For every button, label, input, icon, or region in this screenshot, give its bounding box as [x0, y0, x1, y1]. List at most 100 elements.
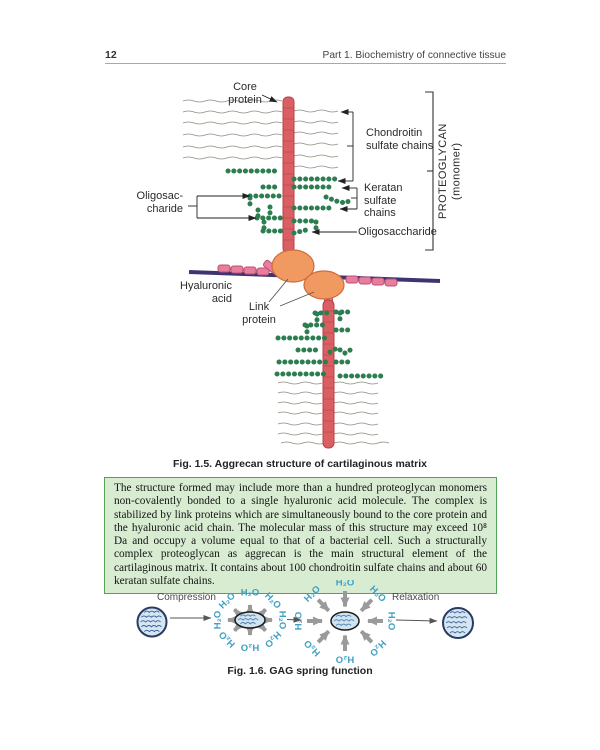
chondroitin-chain-lines — [182, 99, 390, 445]
annotation-lines — [188, 94, 358, 235]
disaccharide-segment — [371, 277, 385, 286]
gag-chain-line — [182, 156, 283, 160]
water-out-arrow — [256, 620, 268, 632]
gag-chain-line — [277, 422, 323, 426]
disaccharide-segment — [256, 267, 270, 276]
gag-chain-line — [277, 432, 323, 436]
coil-scribble — [143, 610, 160, 614]
gag-compressed-expelling — [234, 611, 266, 629]
keratan-label: Keratan sulfate chains — [364, 182, 403, 219]
oligosaccharide-left-label: Oligosac- charide — [136, 190, 183, 215]
gag-chain-line — [277, 391, 323, 395]
link-protein-pointer-lines — [268, 278, 315, 307]
gag-chain-line — [182, 110, 283, 114]
coil-scribble — [449, 631, 466, 634]
coil-scribble — [141, 615, 162, 618]
disaccharide-segment — [243, 266, 257, 275]
coil-scribble — [237, 618, 259, 621]
coil-scribble — [141, 625, 162, 628]
gag-chain-line — [280, 441, 326, 445]
gag-coil-relaxed-right — [442, 607, 474, 639]
chondroitin-label: Chondroitin sulfate chains — [366, 127, 434, 152]
water-label: H₂O — [294, 612, 305, 630]
page-number: 12 — [105, 49, 117, 61]
disaccharide-segment — [384, 278, 398, 287]
coil-scribble — [140, 620, 161, 623]
link-protein-globule-1 — [271, 249, 315, 283]
proteoglycan-text: PROTEOGLYCAN — [437, 123, 449, 219]
water-label: H₂O — [336, 653, 354, 664]
gag-chain-line — [182, 121, 283, 125]
water-out-arrow — [232, 608, 244, 620]
fig16-caption: Fig. 1.6. GAG spring function — [227, 665, 373, 677]
monomer-text: (monomer) — [450, 142, 463, 200]
water-in-arrow — [359, 598, 374, 613]
water-out-arrow — [232, 620, 244, 632]
coil-scribble — [445, 621, 467, 624]
compression-label: Compression — [157, 592, 216, 603]
coil-scribble — [240, 614, 256, 617]
bead-chain — [327, 345, 355, 356]
coil-scribble — [333, 619, 355, 622]
summary-infobox: The structure formed may include more th… — [104, 477, 497, 595]
gag-chain-line — [277, 381, 323, 385]
gag-chain-line — [333, 432, 379, 436]
water-in-arrow — [316, 598, 331, 613]
proteoglycan-monomer-label: PROTEOGLYCAN (monomer) — [437, 92, 464, 250]
water-label: H₂O — [241, 641, 259, 652]
disaccharide-segment — [217, 264, 231, 273]
water-label: H₂O — [241, 588, 259, 599]
coil-scribble — [240, 622, 256, 625]
gag-chain-line — [277, 411, 323, 415]
hyaluronic-acid-label: Hyaluronic acid — [180, 280, 232, 305]
coil-scribble — [446, 616, 468, 619]
disaccharide-segment — [230, 265, 244, 274]
core-protein-arrow — [261, 94, 278, 103]
core-protein-label: Core protein — [228, 81, 262, 106]
gag-chain-line — [333, 441, 390, 445]
water-label: H₂O — [213, 611, 224, 629]
coil-scribbles — [140, 610, 468, 634]
gag-chain-line — [333, 411, 379, 415]
bead-chain — [323, 194, 356, 206]
gag-chain-line — [333, 391, 379, 395]
gag-chain-line — [293, 109, 339, 113]
water-label: H₂O — [276, 611, 287, 629]
keratan-bead-chains — [225, 168, 386, 379]
core-protein-bar-upper — [282, 96, 295, 254]
running-header: Part 1. Biochemistry of connective tissu… — [322, 50, 506, 61]
gag-chain-line — [333, 401, 379, 405]
transition-arrow — [286, 616, 302, 623]
relaxation-arrow — [395, 617, 438, 624]
water-label: H₂O — [262, 629, 283, 650]
water-label: H₂O — [336, 580, 354, 589]
coil-scribble — [143, 629, 160, 633]
water-label: H₂O — [385, 612, 396, 630]
water-in-arrow — [359, 629, 374, 644]
coil-scribble — [449, 611, 466, 614]
gag-chain-line — [293, 142, 339, 146]
water-label: H₂O — [262, 590, 283, 611]
infobox-text: The structure formed may include more th… — [114, 482, 487, 588]
bead-chain — [291, 227, 309, 236]
disaccharide-segment — [345, 275, 359, 284]
water-in-arrow — [316, 629, 331, 644]
header-rule — [105, 63, 506, 64]
gag-chain-line — [182, 133, 283, 137]
link-protein-label: Link protein — [242, 301, 276, 326]
relaxation-label: Relaxation — [392, 592, 440, 603]
coil-scribble — [335, 623, 352, 627]
fig15-caption: Fig. 1.5. Aggrecan structure of cartilag… — [172, 458, 427, 470]
water-label: H₂O — [217, 590, 238, 611]
gag-chain-line — [182, 145, 283, 149]
gag-chain-line — [293, 154, 339, 158]
water-label: H₂O — [217, 629, 238, 650]
core-protein-segments — [283, 107, 334, 433]
gag-chain-line — [333, 381, 379, 385]
gag-chain-line — [277, 401, 323, 405]
link-protein-globule-2 — [303, 270, 345, 300]
coil-scribble — [335, 614, 352, 618]
hyaluronate-disaccharide-segments — [217, 264, 398, 287]
oligosaccharide-label: Oligosaccharide — [358, 226, 437, 238]
